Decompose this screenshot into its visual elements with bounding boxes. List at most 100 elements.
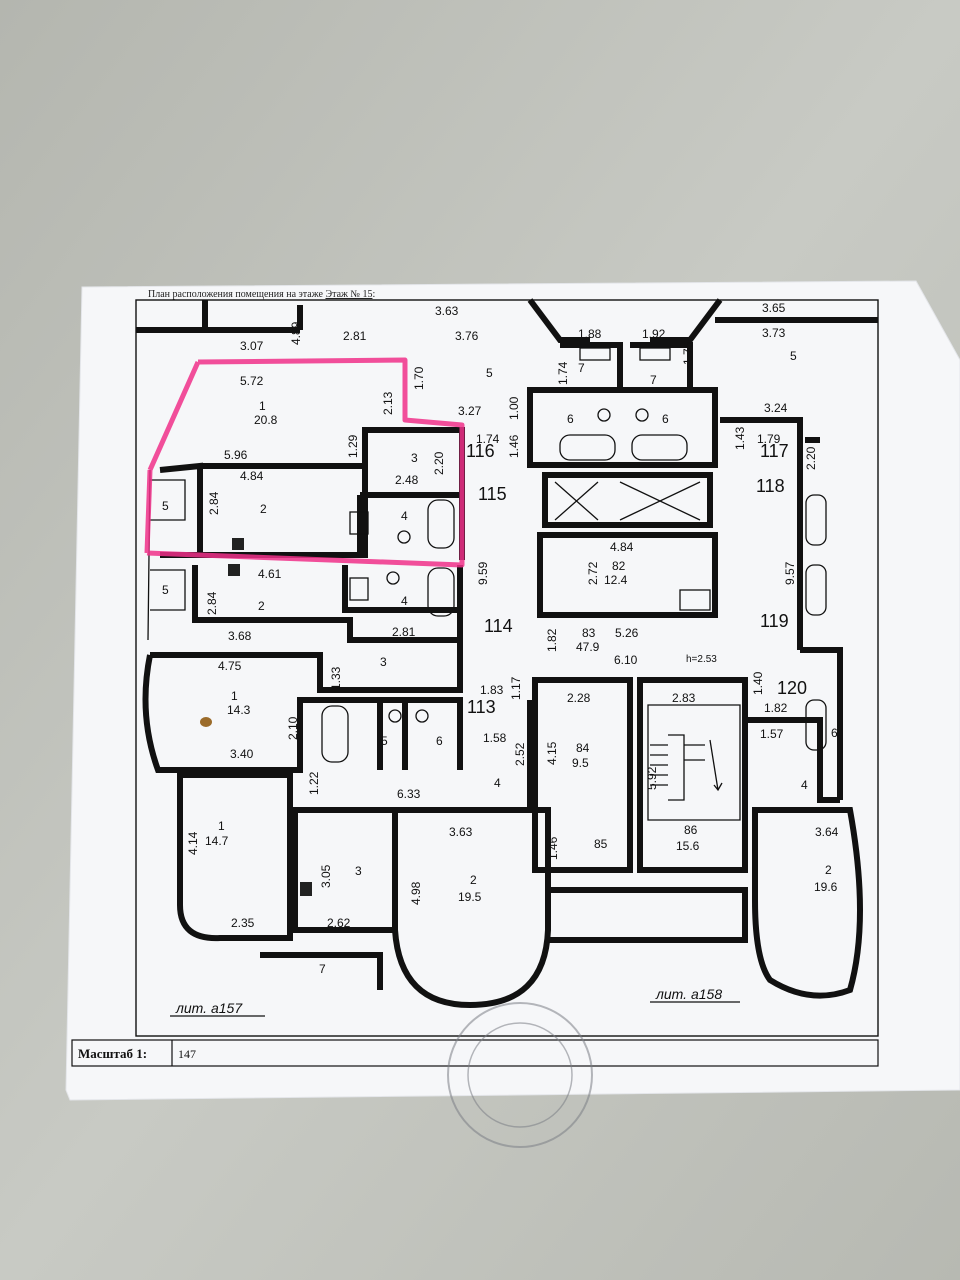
lit-label-left: лит. а157 [175, 1000, 243, 1016]
room-number: 84 [576, 741, 590, 755]
room-area: 15.6 [676, 839, 700, 853]
dim-label: 4.84 [240, 469, 264, 483]
room-area: 19.5 [458, 890, 482, 904]
room-labels: 1 20.8 2 3 4 5 5 5 6 6 7 7 5 2 3 4 1 14.… [162, 349, 838, 976]
room-number: 1 [231, 689, 238, 703]
room-number: 3 [411, 451, 418, 465]
dim-label: h=2.53 [686, 654, 717, 665]
dim-label: 3.64 [815, 825, 839, 839]
room-number: 3 [380, 655, 387, 669]
dim-label: 9.57 [783, 561, 797, 585]
dim-label: 5.72 [240, 374, 264, 388]
dim-label: 1.74 [476, 432, 500, 446]
dim-label: 1.00 [507, 396, 521, 420]
apartment-number: 120 [777, 678, 807, 698]
apartment-number: 118 [756, 476, 785, 496]
room-number: 5 [790, 349, 797, 363]
room-number: 5 [381, 734, 388, 748]
dim-label: 3.27 [458, 404, 482, 418]
room-number: 7 [578, 361, 585, 375]
room-area: 14.7 [205, 834, 229, 848]
apartment-number: 114 [484, 616, 513, 636]
floor-label: Этаж № 15 [325, 289, 373, 300]
dim-label: 1.92 [642, 327, 666, 341]
apartment-number: 113 [467, 697, 496, 717]
room-number: 2 [258, 599, 265, 613]
dim-label: 1.46 [546, 836, 560, 860]
dim-label: 6.33 [397, 787, 421, 801]
dim-label: 3.68 [228, 629, 252, 643]
dim-label: 1.82 [545, 628, 559, 652]
dim-label: 1.22 [307, 771, 321, 795]
room-number: 1 [218, 819, 225, 833]
room-area: 12.4 [604, 573, 628, 587]
room-area: 14.3 [227, 703, 251, 717]
dim-label: 9.59 [476, 561, 490, 585]
dim-label: 2.84 [207, 491, 221, 515]
dim-label: 3.63 [435, 304, 459, 318]
dim-label: 3.63 [449, 825, 473, 839]
dimension-labels: 3.63 2.81 3.76 3.07 4.89 5.72 2.13 1.70 … [186, 301, 839, 930]
apartment-number: 116 [466, 441, 495, 461]
scale-label: Масштаб 1: [78, 1046, 148, 1061]
dim-label: 2.28 [567, 691, 591, 705]
dim-label: 4.89 [289, 321, 303, 345]
dim-label: 3.40 [230, 747, 254, 761]
dim-label: 2.72 [586, 561, 600, 585]
dim-label: 1.79 [757, 432, 781, 446]
dim-label: 3.24 [764, 401, 788, 415]
plan-header: План расположения помещения на этаже Эта… [148, 289, 375, 300]
header-suffix: : [372, 289, 376, 300]
dim-label: 4.75 [218, 659, 242, 673]
dim-label: 1.83 [480, 683, 504, 697]
dim-label: 2.81 [392, 625, 416, 639]
apartment-number: 115 [478, 484, 507, 504]
dim-label: 1.46 [507, 434, 521, 458]
room-number: 82 [612, 559, 626, 573]
dim-label: 2.83 [672, 691, 696, 705]
dim-label: 2.20 [804, 446, 818, 470]
dim-label: 1.75 [681, 341, 695, 365]
room-number: 6 [436, 734, 443, 748]
room-area: 19.6 [814, 880, 838, 894]
dim-label: 2.35 [231, 916, 255, 930]
room-number: 5 [486, 366, 493, 380]
dim-label: 3.07 [240, 339, 264, 353]
room-number: 5 [162, 499, 169, 513]
room-number: 4 [401, 594, 408, 608]
dim-label: 6.10 [614, 653, 638, 667]
highlighted-apartment-outline [144, 357, 465, 568]
lit-label-right: лит. а158 [655, 986, 722, 1002]
apartment-number: 117 [760, 441, 789, 461]
room-number: 2 [825, 863, 832, 877]
dim-label: 1.58 [483, 731, 507, 745]
dim-label: 1.88 [578, 327, 602, 341]
dim-label: 4.15 [545, 741, 559, 765]
dim-label: 4.61 [258, 567, 282, 581]
dim-label: 1.29 [346, 434, 360, 458]
room-number: 4 [401, 509, 408, 523]
dim-label: 2.20 [432, 451, 446, 475]
dim-label: 2.48 [395, 473, 419, 487]
room-number: 86 [684, 823, 698, 837]
room-number: 85 [594, 837, 608, 851]
room-number: 83 [582, 626, 596, 640]
official-stamp [447, 1002, 593, 1148]
dim-label: 5.96 [224, 448, 248, 462]
dim-label: 3.76 [455, 329, 479, 343]
scale-value: 147 [178, 1047, 196, 1061]
dim-label: 2.81 [343, 329, 367, 343]
header-prefix: План расположения помещения на этаже [148, 289, 323, 300]
fixtures [147, 347, 827, 821]
dim-label: 1.40 [751, 671, 765, 695]
dim-label: 3.65 [762, 301, 786, 315]
dim-label: 2.52 [513, 742, 527, 766]
room-number: 3 [355, 864, 362, 878]
dim-label: 3.05 [319, 864, 333, 888]
room-area: 20.8 [254, 413, 278, 427]
dim-label: 2.10 [286, 716, 300, 740]
chimney-blocks [228, 538, 312, 896]
dim-label: 2.13 [381, 391, 395, 415]
dim-label: 1.74 [556, 361, 570, 385]
